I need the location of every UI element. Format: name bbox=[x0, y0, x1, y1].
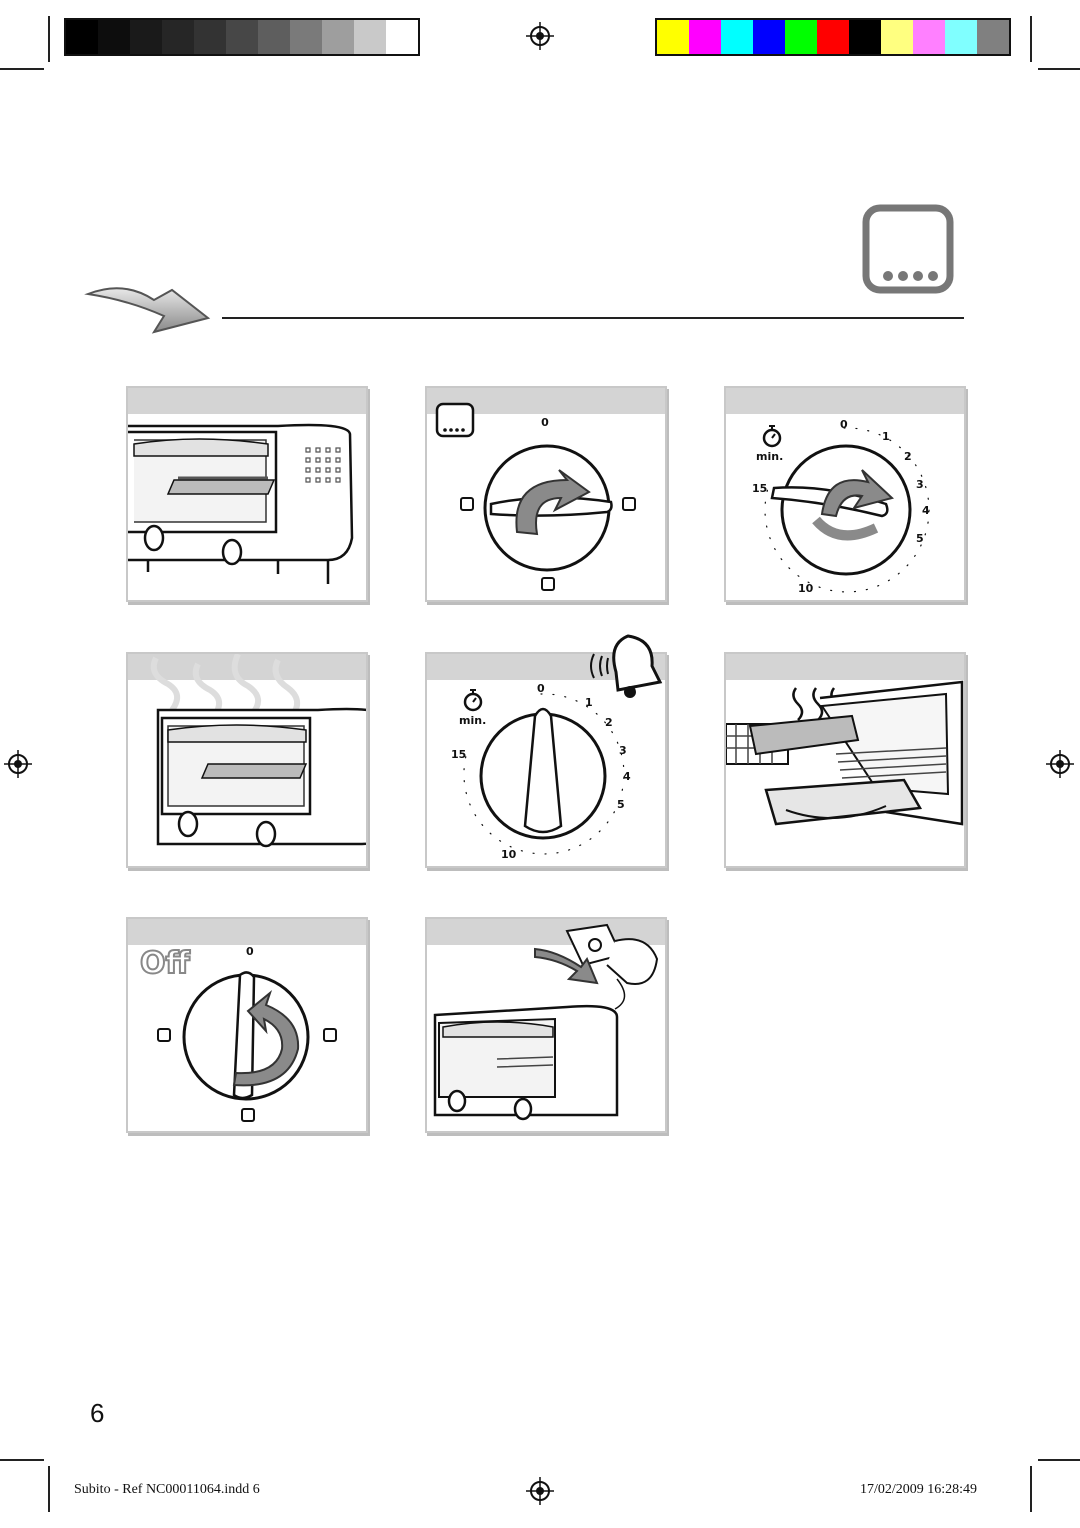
registration-target-top bbox=[526, 22, 554, 50]
color-swatch bbox=[753, 20, 785, 54]
gray-swatch bbox=[130, 20, 162, 54]
crop-mark-bottom-right bbox=[1030, 1466, 1032, 1512]
step-panel-unplug bbox=[425, 917, 667, 1133]
gray-swatch bbox=[226, 20, 258, 54]
color-swatch bbox=[817, 20, 849, 54]
step-panel-switch-off: Off 0 bbox=[126, 917, 368, 1133]
crop-mark-bottom-left-h bbox=[0, 1459, 44, 1461]
tick-2: 2 bbox=[605, 716, 613, 729]
dial-label-zero: 0 bbox=[246, 945, 254, 958]
page-number: 6 bbox=[90, 1398, 105, 1428]
crop-mark-bottom-left bbox=[48, 1466, 50, 1512]
color-swatch bbox=[657, 20, 689, 54]
tick-3: 3 bbox=[619, 744, 627, 757]
tick-5: 5 bbox=[617, 798, 625, 811]
color-swatch bbox=[785, 20, 817, 54]
panel-header bbox=[128, 388, 366, 414]
remove-tray-illustration bbox=[726, 680, 964, 826]
tick-3: 3 bbox=[916, 478, 924, 491]
crop-mark-top-left bbox=[48, 16, 50, 62]
panel-header bbox=[128, 654, 366, 680]
color-swatch bbox=[881, 20, 913, 54]
color-calibration-bar bbox=[655, 18, 1011, 56]
tick-15: 15 bbox=[451, 748, 466, 761]
tick-4: 4 bbox=[623, 770, 631, 783]
crop-mark-top-right-h bbox=[1038, 68, 1080, 70]
gray-swatch bbox=[258, 20, 290, 54]
pointing-arrow-icon bbox=[84, 287, 211, 334]
unplug-illustration bbox=[433, 923, 659, 1121]
bottom-heat-icon bbox=[862, 204, 954, 294]
heading-rule bbox=[222, 317, 964, 319]
grayscale-calibration-bar bbox=[64, 18, 420, 56]
gray-swatch bbox=[194, 20, 226, 54]
color-swatch bbox=[913, 20, 945, 54]
timer-dial[interactable] bbox=[780, 444, 912, 576]
step-panel-cooking bbox=[126, 652, 368, 868]
color-swatch bbox=[945, 20, 977, 54]
dial-pointer bbox=[232, 971, 256, 1100]
crop-mark-top-left-h bbox=[0, 68, 44, 70]
color-swatch bbox=[689, 20, 721, 54]
panel-header bbox=[726, 388, 964, 414]
dial-label-zero: 0 bbox=[541, 416, 549, 429]
color-swatch bbox=[849, 20, 881, 54]
gray-swatch bbox=[354, 20, 386, 54]
bell-icon bbox=[590, 634, 663, 698]
dial-pointer bbox=[523, 707, 563, 834]
rotate-arrow-icon bbox=[515, 469, 591, 536]
footer-timestamp: 17/02/2009 16:28:49 bbox=[860, 1482, 978, 1497]
toaster-oven-steam-illustration bbox=[150, 654, 366, 848]
panel-header bbox=[726, 654, 964, 680]
rotate-arrow-icon bbox=[232, 990, 300, 1087]
toaster-oven-illustration bbox=[128, 423, 354, 584]
tick-10: 10 bbox=[798, 582, 814, 595]
tick-4: 4 bbox=[922, 504, 930, 517]
step-panel-set-timer: min. 0 1 2 3 4 5 10 15 bbox=[724, 386, 966, 602]
registration-target-bottom bbox=[526, 1477, 554, 1505]
bottom-heat-icon bbox=[435, 402, 475, 438]
gray-swatch bbox=[162, 20, 194, 54]
top-bottom-heat-icon bbox=[241, 1108, 255, 1122]
min-label: min. bbox=[756, 450, 783, 463]
gray-swatch bbox=[66, 20, 98, 54]
tick-10: 10 bbox=[501, 848, 517, 861]
tick-0: 0 bbox=[840, 418, 848, 431]
off-label: Off bbox=[140, 946, 191, 981]
color-swatch bbox=[721, 20, 753, 54]
footer-file-label: Subito - Ref NC00011064.indd 6 bbox=[74, 1482, 260, 1497]
tick-2: 2 bbox=[904, 450, 912, 463]
crop-mark-top-right bbox=[1030, 16, 1032, 62]
stopwatch-icon bbox=[463, 689, 483, 712]
top-bottom-heat-icon bbox=[541, 577, 555, 591]
step-panel-insert-tray bbox=[126, 386, 368, 602]
gray-swatch bbox=[322, 20, 354, 54]
panel-header bbox=[128, 919, 366, 945]
top-heat-icon bbox=[157, 1028, 171, 1042]
step-panel-remove-tray bbox=[724, 652, 966, 868]
registration-target-right bbox=[1046, 750, 1074, 778]
top-heat-icon bbox=[460, 497, 474, 511]
registration-target-left bbox=[4, 750, 32, 778]
crop-mark-bottom-right-h bbox=[1038, 1459, 1080, 1461]
gray-swatch bbox=[98, 20, 130, 54]
bottom-heat-icon bbox=[622, 497, 636, 511]
bottom-heat-icon bbox=[323, 1028, 337, 1042]
rotate-arrow-icon bbox=[820, 469, 895, 518]
tick-1: 1 bbox=[585, 696, 593, 709]
color-swatch bbox=[977, 20, 1009, 54]
tick-0: 0 bbox=[537, 682, 545, 695]
step-panel-select-function: 0 bbox=[425, 386, 667, 602]
gray-swatch bbox=[290, 20, 322, 54]
stopwatch-icon bbox=[762, 425, 782, 448]
min-label: min. bbox=[459, 714, 486, 727]
tick-5: 5 bbox=[916, 532, 924, 545]
tick-15: 15 bbox=[752, 482, 767, 495]
tick-1: 1 bbox=[882, 430, 890, 443]
gray-swatch bbox=[386, 20, 418, 54]
